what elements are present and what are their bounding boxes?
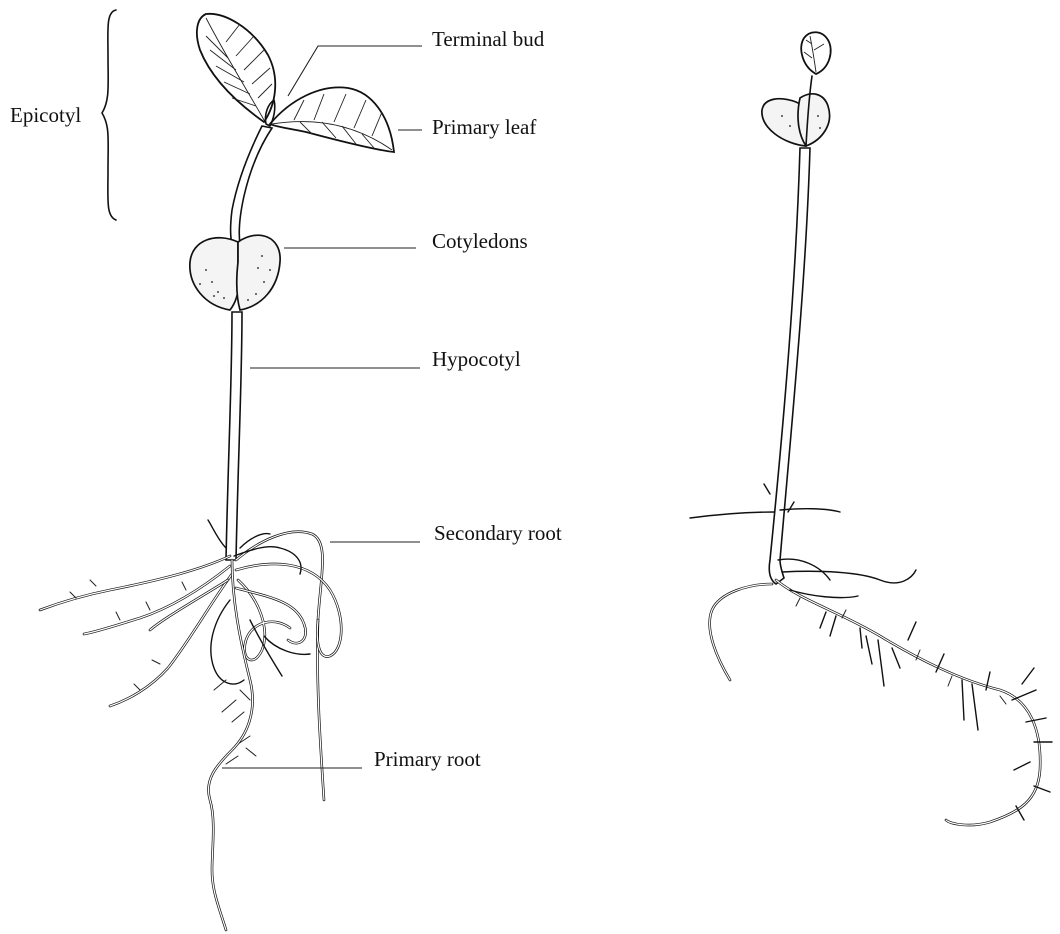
left-seedling: Epicotyl Terminal bud Primary leaf Cotyl… (10, 10, 562, 930)
secondary-roots-left (40, 520, 341, 800)
primary-root-left (208, 560, 252, 930)
label-hypocotyl: Hypocotyl (432, 347, 521, 371)
right-hypocotyl-stem (769, 148, 810, 584)
right-cotyledon-right (798, 94, 830, 146)
label-terminal-bud: Terminal bud (432, 27, 545, 51)
label-primary-root: Primary root (374, 747, 481, 771)
primary-leaf-left (197, 14, 275, 122)
leader-terminal-bud (288, 46, 422, 96)
right-primary-root (776, 580, 1040, 825)
epicotyl-stem (231, 126, 273, 244)
right-seedling (690, 32, 1052, 825)
epicotyl-brace (102, 10, 116, 220)
primary-leaf-right (270, 87, 394, 152)
label-secondary-root: Secondary root (434, 521, 562, 545)
hypocotyl-stem (226, 312, 242, 560)
label-primary-leaf: Primary leaf (432, 115, 536, 139)
label-epicotyl: Epicotyl (10, 103, 81, 127)
cotyledons-left (190, 235, 280, 310)
label-cotyledons: Cotyledons (432, 229, 528, 253)
